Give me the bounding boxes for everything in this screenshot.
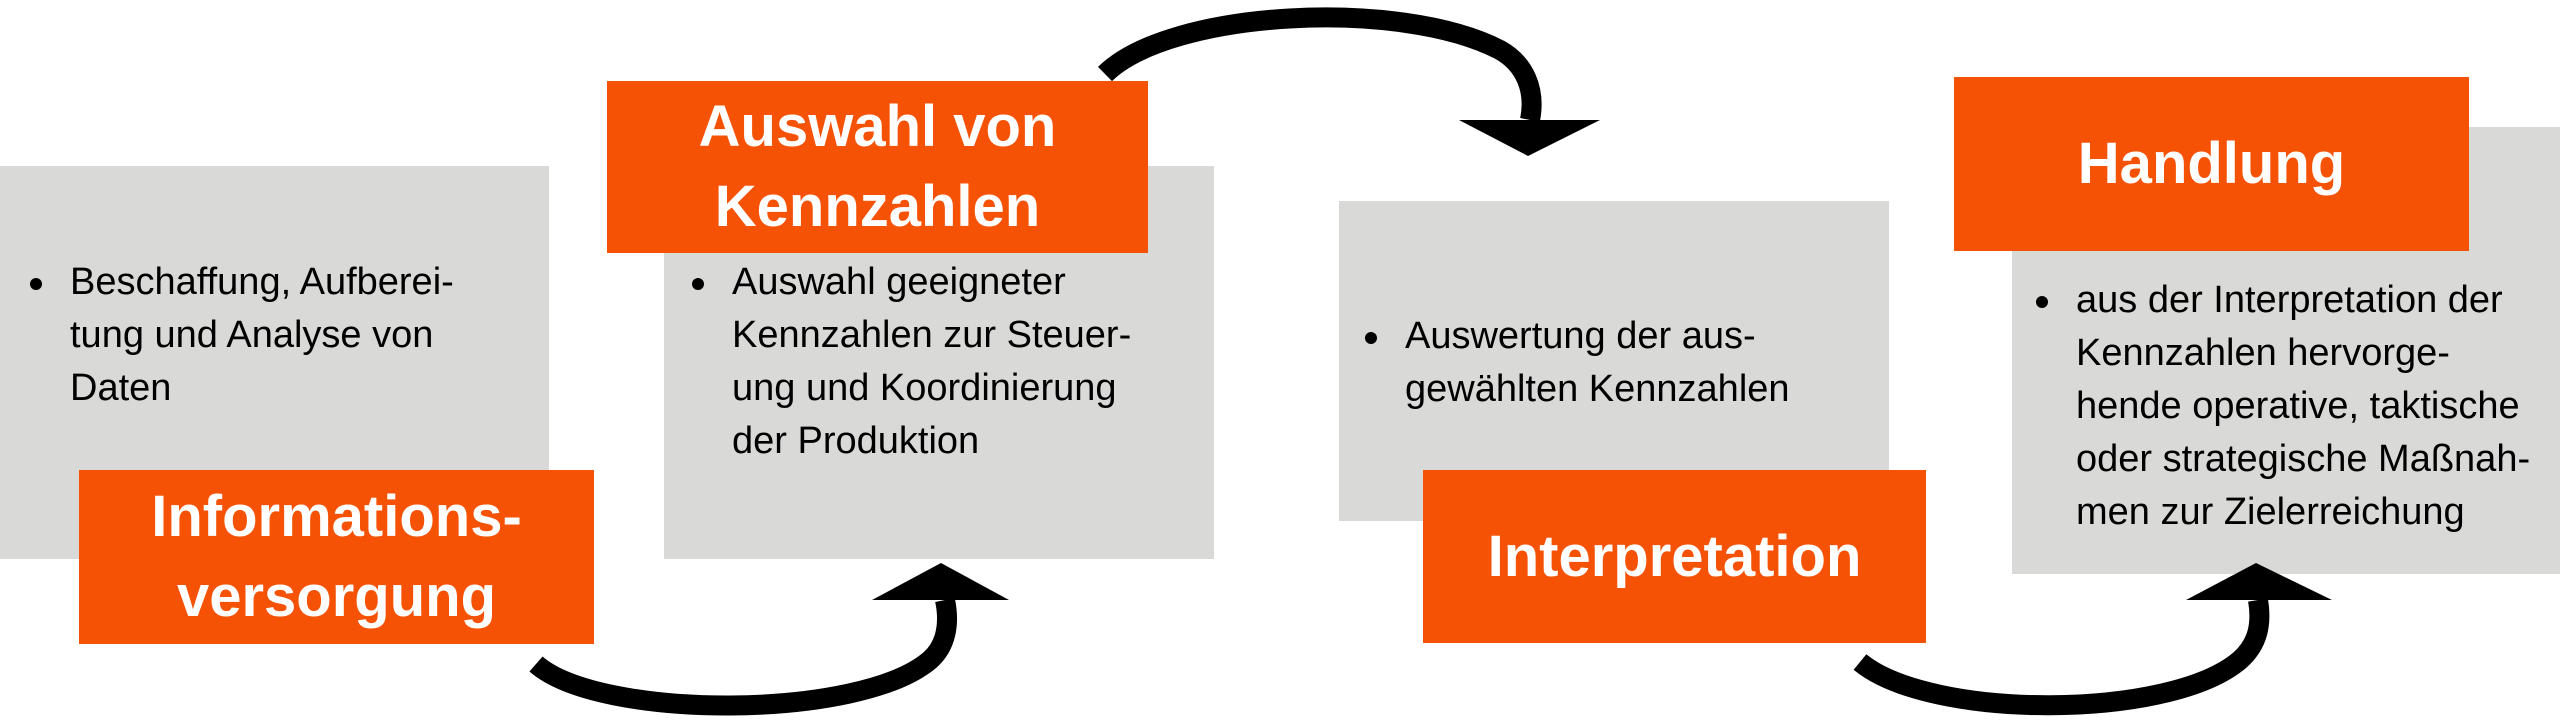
stage-1-bullet-line: Daten	[70, 367, 172, 409]
arrow-1-icon	[529, 563, 1009, 716]
stage-3-content-box	[1339, 201, 1889, 521]
stage-1-bullet-list: Beschaffung, Aufberei- tung und Analyse …	[30, 256, 530, 415]
stage-4-bullet: aus der Interpretation der Kennzahlen he…	[2036, 274, 2556, 539]
stage-2-bullet-line: Auswahl geeigneter	[732, 261, 1066, 303]
stage-4-bullet-line: aus der Interpretation der	[2076, 279, 2503, 321]
stage-4-bullet-line: hende operative, taktische	[2076, 385, 2520, 427]
stage-4-title-line: Handlung	[2077, 131, 2346, 196]
stage-3-title: Interpretation	[1423, 470, 1926, 643]
stage-2-bullet-list: Auswahl geeigneter Kennzahlen zur Steuer…	[692, 256, 1202, 468]
stage-4-bullet-line: Kennzahlen hervorge-	[2076, 332, 2450, 374]
stage-4-bullet-line: men zur Zielerreichung	[2076, 491, 2465, 533]
stage-1-bullet-line: tung und Analyse von	[70, 314, 434, 356]
stage-1-bullet: Beschaffung, Aufberei- tung und Analyse …	[30, 256, 530, 415]
stage-2-bullet: Auswahl geeigneter Kennzahlen zur Steuer…	[692, 256, 1202, 468]
stage-1-title: Informations- versorgung	[79, 470, 594, 644]
stage-1-title-line: Informations-	[151, 484, 522, 549]
stage-3-bullet: Auswertung der aus- gewählten Kennzahlen	[1365, 310, 1875, 416]
stage-2-title-line: Kennzahlen	[714, 174, 1041, 239]
arrow-2-icon	[1097, 7, 1600, 156]
stage-2-bullet-line: Kennzahlen zur Steuer-	[732, 314, 1132, 356]
stage-2-title: Auswahl von Kennzahlen	[607, 81, 1148, 253]
stage-3-title-line: Interpretation	[1487, 523, 1862, 589]
stage-1-bullet-line: Beschaffung, Aufberei-	[70, 261, 454, 303]
stage-4-bullet-line: oder strategische Maßnah-	[2076, 438, 2531, 480]
arrow-3-icon	[1853, 563, 2332, 716]
stage-2-bullet-line: der Produktion	[732, 420, 980, 462]
stage-3-bullet-list: Auswertung der aus- gewählten Kennzahlen	[1365, 310, 1875, 416]
stage-3-bullet-line: gewählten Kennzahlen	[1405, 368, 1790, 410]
stage-4-title: Handlung	[1954, 77, 2469, 251]
stage-4-bullet-list: aus der Interpretation der Kennzahlen he…	[2036, 274, 2556, 539]
stage-3-bullet-line: Auswertung der aus-	[1405, 315, 1756, 357]
stage-2-bullet-line: ung und Koordinierung	[732, 367, 1117, 409]
stage-2-title-line: Auswahl von	[698, 94, 1057, 159]
stage-1-title-line: versorgung	[176, 564, 497, 629]
